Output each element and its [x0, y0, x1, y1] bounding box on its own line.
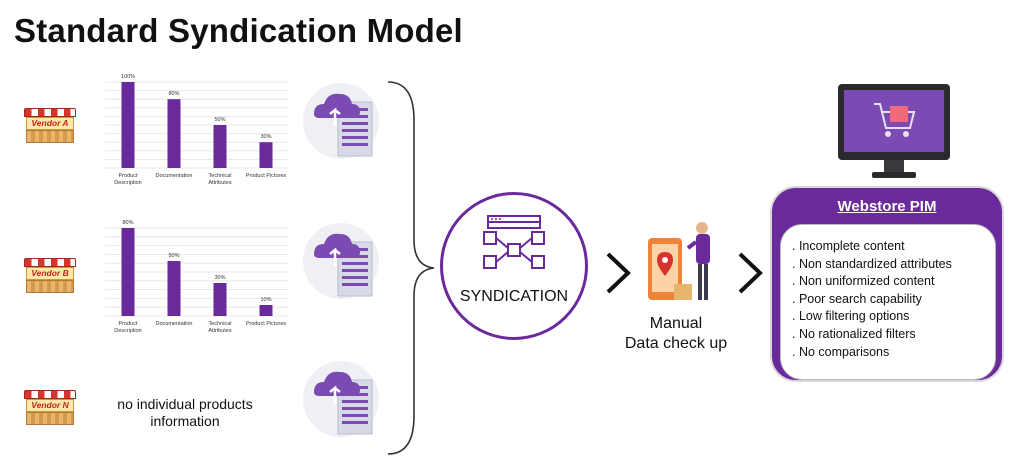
manual-check-label: Manual Data check up — [606, 314, 746, 354]
cloud-server-icon — [303, 361, 379, 437]
manual-check-line-2: Data check up — [624, 335, 728, 352]
vendor-n-stall-icon: Vendor N — [24, 390, 76, 426]
vendor-a-chart-category-label: Description — [114, 180, 142, 186]
vendor-b-stall-icon: Vendor B — [24, 258, 76, 294]
vendor-b-chart-category-label: Documentation — [156, 321, 193, 327]
no-info-text: no individual products information — [100, 396, 270, 430]
vendor-b-chart-data-label: 50% — [168, 253, 179, 259]
list-item: . Non uniformized content — [792, 274, 935, 289]
vendor-a-chart-bar — [167, 99, 181, 168]
vendor-a-chart-category-label: Product Pictures — [246, 173, 287, 179]
chevron-right-icon — [738, 252, 763, 294]
vendor-b-chart-bar — [259, 305, 273, 316]
vendor-a-chart-bar — [121, 82, 135, 168]
vendor-b-chart-category-label: Technical — [209, 321, 232, 327]
vendor-b-label: Vendor B — [26, 267, 74, 280]
vendor-b-chart-bar — [121, 228, 135, 316]
vendor-b-chart-data-label: 10% — [260, 297, 271, 303]
list-item: . No rationalized filters — [792, 326, 916, 341]
vendor-b-chart-bar — [213, 283, 227, 316]
pim-title: Webstore PIM — [837, 198, 937, 215]
vendor-a-stall-icon: Vendor A — [24, 108, 76, 144]
cloud-server-icon — [303, 83, 379, 159]
vendor-b-chart-category-label: Product Pictures — [246, 321, 287, 327]
list-item: . Incomplete content — [792, 239, 905, 253]
pim-content-card — [780, 224, 996, 380]
list-item: . Poor search capability — [792, 291, 922, 306]
cloud-server-icon — [303, 223, 379, 299]
no-info-line-1: no individual products — [117, 396, 253, 412]
vendor-b-chart-category-label: Attributes — [208, 328, 231, 334]
syndication-flow-icon — [483, 215, 545, 269]
vendor-a-chart-data-label: 100% — [121, 74, 135, 80]
vendor-a-chart-data-label: 50% — [214, 117, 225, 123]
no-info-line-2: information — [150, 413, 220, 429]
list-item: . Non standardized attributes — [792, 256, 952, 271]
syndication-label: SYNDICATION — [459, 288, 569, 305]
vendor-b-chart-data-label: 30% — [214, 275, 225, 281]
page-title: Standard Syndication Model — [14, 12, 463, 49]
vendor-a-chart-category-label: Attributes — [208, 180, 231, 186]
vendor-b-chart-category-label: Product — [119, 321, 138, 327]
vendor-a-label: Vendor A — [26, 117, 74, 130]
vendor-a-chart-category-label: Documentation — [156, 173, 193, 179]
list-item: . Low filtering options — [792, 309, 910, 324]
list-item: . No comparisons — [792, 344, 890, 359]
vendor-n-label: Vendor N — [26, 399, 74, 412]
vendor-a-chart-data-label: 80% — [168, 91, 179, 97]
vendor-a-chart-bar — [213, 125, 227, 168]
vendor-b-chart-category-label: Description — [114, 328, 142, 334]
monitor-cart-icon — [838, 84, 950, 178]
pim-issue-list: . Incomplete content . Non standardized … — [792, 238, 952, 361]
vendor-a-chart-category-label: Product — [119, 173, 138, 179]
vendor-a-chart-data-label: 30% — [260, 134, 271, 140]
chevron-right-icon — [606, 252, 631, 294]
vendor-b-chart-bar — [167, 261, 181, 316]
merge-brace — [387, 81, 435, 455]
vendor-b-chart-data-label: 80% — [122, 220, 133, 226]
vendor-a-chart-bar — [259, 142, 273, 168]
manual-check-illustration — [648, 222, 710, 300]
manual-check-line-1: Manual — [649, 315, 703, 332]
vendor-a-chart-category-label: Technical — [209, 173, 232, 179]
